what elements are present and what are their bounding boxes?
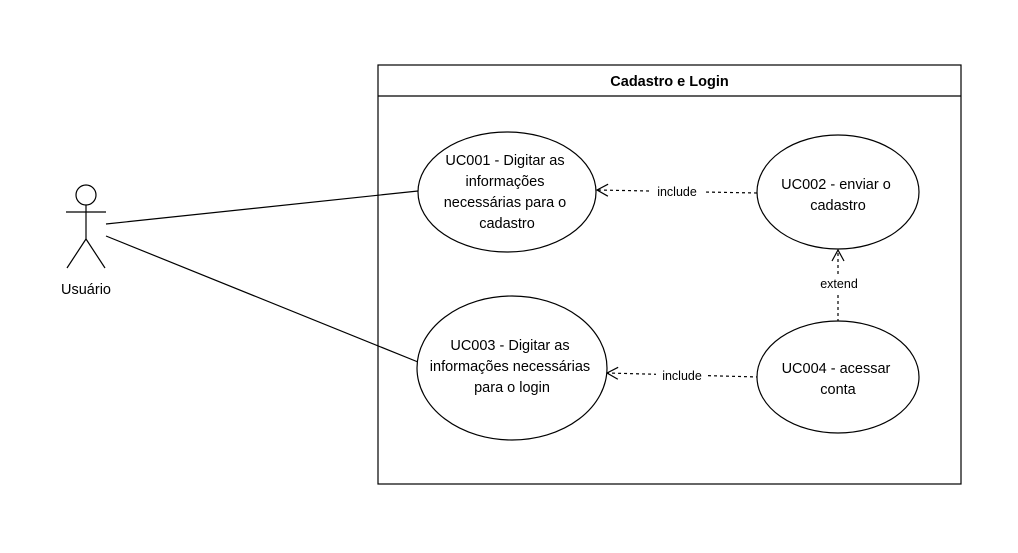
association-uc001 <box>105 190 419 225</box>
include-label-bottom: include <box>662 369 702 383</box>
svg-text:UC002 - enviar o cadastr: UC002 - enviar o cadastro <box>781 177 895 214</box>
uc003-line-2: informações necessárias <box>430 359 590 375</box>
svg-text:UC004 - acessar conta: UC004 - acessar conta <box>782 361 895 398</box>
uc003-line-1: UC003 - Digitar as <box>450 338 569 354</box>
association-uc003 <box>105 235 419 363</box>
use-case-uc001[interactable]: UC001 - Digitar as informações necessári… <box>417 131 597 253</box>
actor-left-leg <box>66 238 87 269</box>
uc004-line-1: UC004 - acessar <box>782 361 891 377</box>
actor-right-leg <box>85 238 106 269</box>
use-case-uc003[interactable]: UC003 - Digitar as informações necessári… <box>416 295 608 441</box>
uc003-line-3: para o login <box>474 380 550 396</box>
use-case-uc002[interactable]: UC002 - enviar o cadastro <box>756 134 920 250</box>
svg-text:UC001 - Digitar as infor: UC001 - Digitar as informações necessári… <box>444 153 571 232</box>
actor-usuario[interactable]: Usuário <box>61 184 111 298</box>
uc001-line-1: UC001 - Digitar as <box>445 153 564 169</box>
use-case-uc004[interactable]: UC004 - acessar conta <box>756 320 920 434</box>
svg-text:UC003 - Digitar as infor: UC003 - Digitar as informações necessári… <box>430 338 594 396</box>
system-title: Cadastro e Login <box>610 74 728 90</box>
include-label-top: include <box>657 185 697 199</box>
uc001-line-4: cadastro <box>479 216 535 232</box>
extend-label: extend <box>820 277 858 291</box>
actor-head <box>75 184 97 206</box>
uc001-line-2: informações <box>465 174 544 190</box>
uc001-line-3: necessárias para o <box>444 195 567 211</box>
uc002-line-1: UC002 - enviar o <box>781 177 891 193</box>
actor-label: Usuário <box>61 282 111 298</box>
uc002-line-2: cadastro <box>810 198 866 214</box>
include-arrow-bottom <box>605 366 760 380</box>
uc004-line-2: conta <box>820 382 856 398</box>
